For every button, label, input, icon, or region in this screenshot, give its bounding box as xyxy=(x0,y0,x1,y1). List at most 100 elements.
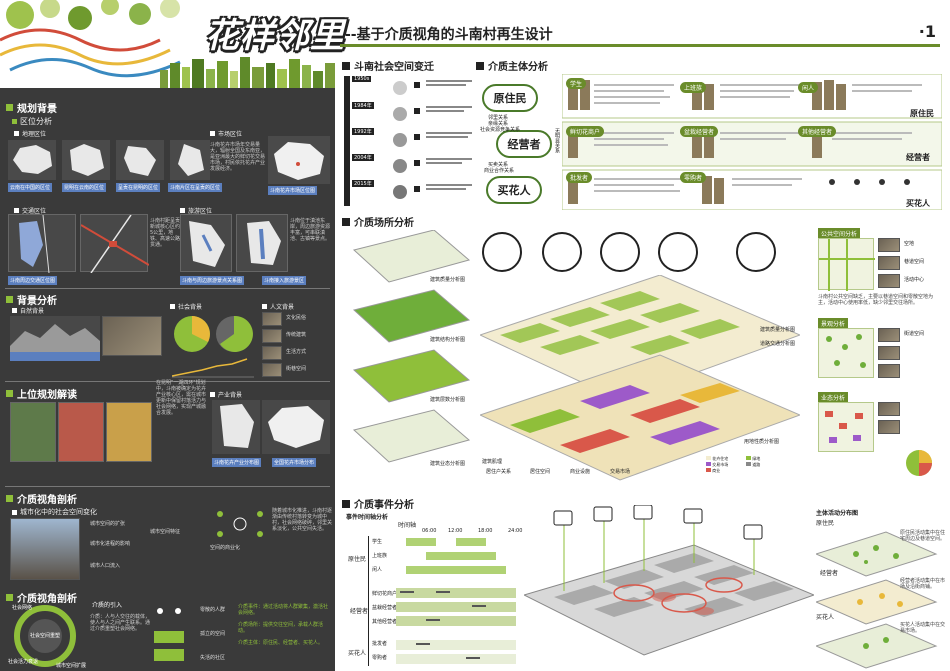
leaf-decoration-icon xyxy=(0,0,181,78)
medium-cycle-diagram xyxy=(14,605,76,667)
bottom-left-1: 居住户关系 xyxy=(486,469,512,475)
header: 花样邻里 --基于介质视角的斗南村再生设计 ·1 xyxy=(0,0,950,88)
subsection-human-background: 人文背景 xyxy=(262,302,294,311)
public-item-1: 空地 xyxy=(904,241,915,247)
role-student: 学生 xyxy=(566,78,587,89)
role-bonsai: 盆栽经营者 xyxy=(680,126,719,137)
public-space-map xyxy=(818,238,875,291)
bottom-left-4: 交易市场 xyxy=(610,469,631,475)
tourism-caption-a: 斗南与周边旅游景点关系图 xyxy=(180,276,245,285)
urban-label-3: 城市人口流入 xyxy=(90,563,121,569)
side-title-landscape: 景观分析 xyxy=(818,318,849,329)
urban-label-5: 空间的商业化 xyxy=(210,545,241,551)
title-underline xyxy=(340,44,940,47)
page-subtitle: --基于介质视角的斗南村再生设计 xyxy=(345,27,553,43)
public-photo-2 xyxy=(878,256,900,270)
landscape-item: 街道空间 xyxy=(904,331,925,337)
landscape-map xyxy=(818,328,874,378)
place-legend: 花卉住宅 交易市场 商业 绿地 道路 xyxy=(706,456,798,484)
culture-photo-3 xyxy=(262,346,282,360)
network-icon xyxy=(217,511,263,537)
event-timeline-bars xyxy=(396,538,516,664)
map-market xyxy=(268,136,330,184)
map-yunnan xyxy=(62,140,110,180)
landscape-photo-1 xyxy=(878,328,900,342)
place-circle-2 xyxy=(542,232,582,272)
subsection-urban-change: 城市化中的社会空间变化 xyxy=(12,507,97,517)
cycle-label-4: 城市空间扩展 xyxy=(56,663,87,669)
market-text: 斗南花卉市场年交易量大，辐射全国及东南亚，是亚洲最大的鲜切花交易市场，村民依托花… xyxy=(210,142,266,172)
landscape-photo-2 xyxy=(878,346,900,360)
timeline-axis xyxy=(368,536,369,666)
iso-label-4: 建筑质量分析图 xyxy=(760,327,796,333)
event-group-residents: 原住民 xyxy=(348,556,367,563)
cycle-label-1: 社会网络 xyxy=(12,605,33,611)
event-iso-map xyxy=(524,505,814,656)
section-background-analysis: 背景分析 xyxy=(6,292,57,307)
market-caption: 斗南花卉市场区位图 xyxy=(268,186,318,195)
event-role-1: 学生 xyxy=(372,539,383,545)
human-item-2: 传统建筑 xyxy=(286,332,307,338)
subsection-location-analysis: 区位分析 xyxy=(12,116,52,127)
time-1: 06:00 xyxy=(422,528,437,534)
geo-caption-4: 斗南片区在呈贡的区位 xyxy=(168,183,223,192)
section-social-change: 斗南社会空间变迁 xyxy=(342,58,434,73)
public-item-3: 活动中心 xyxy=(904,277,925,283)
medium-right-1: 零散的人群 xyxy=(200,607,226,613)
lake-photo xyxy=(102,316,162,356)
bottom-left-2: 居住空间 xyxy=(530,469,551,475)
culture-photo-2 xyxy=(262,329,282,343)
human-item-3: 生活方式 xyxy=(286,349,307,355)
divider xyxy=(5,381,330,382)
event-role-2: 上班族 xyxy=(372,553,388,559)
pie-chart-icon-2 xyxy=(216,315,253,352)
people-icon xyxy=(154,608,184,661)
label-residents: 原住民 xyxy=(910,109,934,118)
cycle-label-2: 社会空间重塑 xyxy=(30,633,61,639)
human-item-4: 街巷空间 xyxy=(286,366,307,372)
industry-caption-a: 斗南花卉产业分布图 xyxy=(212,458,262,467)
bubble-buyers: 买花人 xyxy=(486,176,542,204)
left-panel: 规划背景 区位分析 地理区位 市场区位 云南在中国的区位 昆明在云南的区位 呈贡… xyxy=(0,88,335,671)
subsection-market-location: 市场区位 xyxy=(210,129,242,138)
event-role-7: 批发者 xyxy=(372,641,388,647)
side-title-business: 业态分析 xyxy=(818,392,849,403)
section-event: 介质事件分析 xyxy=(342,496,414,511)
place-layer-maps xyxy=(352,230,471,463)
year-2: 1984年 xyxy=(352,102,374,109)
event-role-5: 盆栽经营者 xyxy=(372,605,398,611)
year-1: 1950s xyxy=(352,76,372,82)
event-role-4: 鲜切花商户 xyxy=(372,591,398,597)
map-traffic-1 xyxy=(8,214,76,274)
section-medium-anatomy: 介质视角剖析 xyxy=(6,491,77,506)
role-idle: 闲人 xyxy=(798,82,819,93)
role-wholesaler: 批发者 xyxy=(566,172,593,183)
geo-caption-1: 云南在中国的区位 xyxy=(8,183,53,192)
place-map-label-1: 建筑质量分析图 xyxy=(430,277,466,283)
subsection-geo-location: 地理区位 xyxy=(14,129,46,138)
isometric-site-model xyxy=(480,275,800,481)
social-change-diagram xyxy=(393,80,472,199)
activity-group-1: 原住民 xyxy=(816,520,835,527)
year-3: 1992年 xyxy=(352,128,374,135)
place-circle-1 xyxy=(482,232,522,272)
subject-grid xyxy=(562,74,942,210)
relation-b-2: 商业合作关系 xyxy=(484,168,515,174)
urban-label-2: 城市化进程的影响 xyxy=(90,541,131,547)
activity-layers xyxy=(816,531,938,669)
event-group-operators: 经营者 xyxy=(350,608,369,615)
role-other-operator: 其他经营者 xyxy=(798,126,837,137)
place-map-label-3: 建筑层数分析图 xyxy=(430,397,466,403)
page-title: 花样邻里 xyxy=(205,16,345,56)
event-role-3: 闲人 xyxy=(372,567,383,573)
place-circle-5 xyxy=(736,232,776,272)
time-2: 12:00 xyxy=(448,528,463,534)
pie-chart-icon xyxy=(174,316,210,352)
mid-relation: 无明显关系 xyxy=(554,128,560,153)
traffic-caption: 斗南周边交通区位图 xyxy=(8,276,58,285)
urban-label-4: 城市空间特征 xyxy=(150,529,181,535)
subsection-industry: 产业背景 xyxy=(210,390,242,399)
time-4: 24:00 xyxy=(508,528,523,534)
public-photo-1 xyxy=(878,238,900,252)
map-tourism-2 xyxy=(236,214,288,272)
